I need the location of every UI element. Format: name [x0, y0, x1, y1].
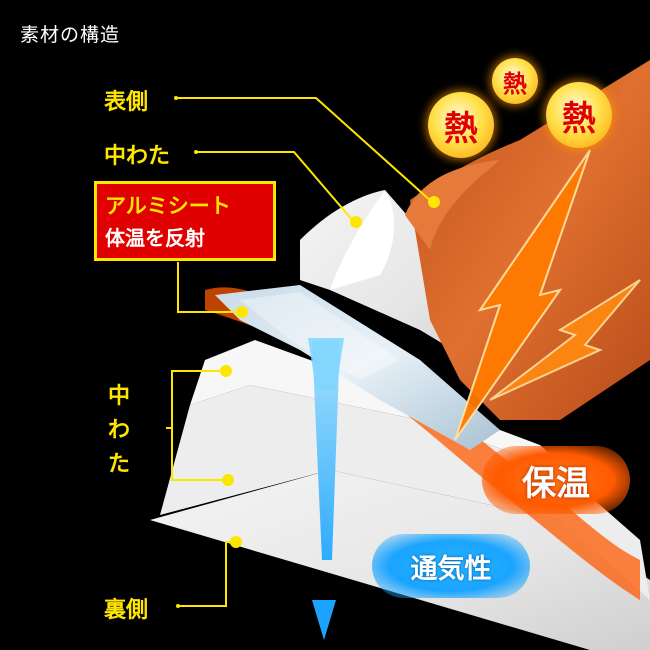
label-outer: 表側: [104, 90, 149, 115]
outer-fabric-curl: [405, 160, 500, 250]
dot-outer: [428, 196, 440, 208]
warmth-badge: 保温: [482, 446, 630, 514]
breathability-cup: [308, 338, 344, 390]
page-title: 素材の構造: [20, 24, 121, 46]
dot-middle-a: [220, 365, 232, 377]
aluminum-sheet-callout: アルミシート 体温を反射: [94, 181, 276, 261]
leader-dots: [220, 196, 440, 548]
heat-bubble-3: 熱: [546, 82, 612, 148]
aluminum-sheet-desc: 体温を反射: [105, 226, 205, 250]
leader-middle-bracket: [166, 370, 222, 429]
heat-arrow-1: [454, 149, 591, 441]
breathability-arrow-head: [312, 600, 336, 640]
breathability-badge: 通気性: [372, 534, 530, 598]
lower-padding-top: [190, 340, 600, 500]
aluminum-sheet-texture: [240, 292, 400, 380]
aluminum-sheet-layer: [215, 285, 500, 450]
heat-bubble-1: 熱: [428, 92, 494, 158]
dot-inner: [230, 536, 242, 548]
leader-middle-bracket-b: [171, 428, 226, 481]
lower-padding-layer: [160, 385, 650, 600]
dot-middle-top-start: [194, 150, 198, 154]
dot-middle-b: [222, 474, 234, 486]
leader-aluminum: [177, 262, 238, 313]
aluminum-sheet-name: アルミシート: [105, 194, 231, 218]
label-middle-side: 中わた: [107, 384, 130, 477]
dot-middle-top: [350, 216, 362, 228]
dot-aluminum: [236, 306, 248, 318]
dot-inner-start: [176, 604, 180, 608]
heat-bubble-2: 熱: [492, 58, 538, 104]
dot-outer-start: [174, 96, 178, 100]
label-inner: 裏側: [104, 598, 149, 623]
breathability-arrow: [312, 340, 340, 560]
leader-middle-top: [196, 151, 355, 223]
heat-arrow-2: [489, 279, 641, 401]
leader-inner: [178, 541, 234, 607]
leader-lines: [166, 97, 433, 607]
upper-padding-fold: [330, 190, 395, 290]
label-middle-top: 中わた: [104, 144, 171, 169]
leader-outer: [176, 97, 433, 203]
